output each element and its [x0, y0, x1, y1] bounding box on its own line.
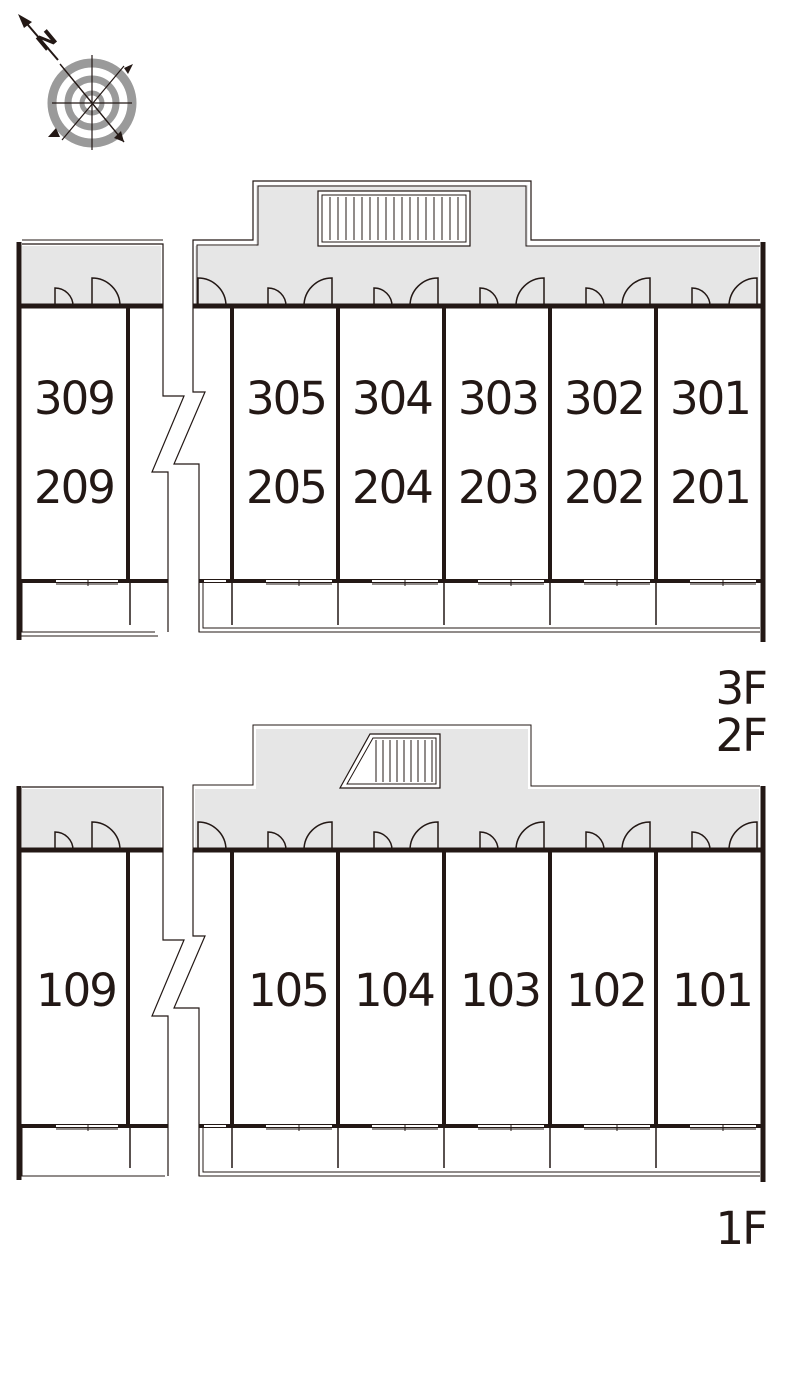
unit-label: 105 [248, 964, 328, 1017]
unit-label: 203 [458, 461, 538, 514]
unit-label: 202 [564, 461, 644, 514]
unit-label: 302 [564, 372, 644, 425]
unit-label: 303 [458, 372, 538, 425]
upper-floor-plan: 309 305 304 303 302 301 209 205 204 203 … [16, 180, 768, 762]
corridor-main [195, 185, 759, 305]
unit-label: 309 [34, 372, 114, 425]
north-label: N [32, 26, 62, 57]
staircase-icon [338, 733, 441, 789]
floor-label: 1F [715, 1202, 766, 1255]
unit-label: 101 [672, 964, 752, 1017]
door-icons [54, 821, 758, 851]
unit-label: 209 [34, 461, 114, 514]
unit-label: 305 [246, 372, 326, 425]
unit-label: 201 [670, 461, 750, 514]
unit-label: 204 [352, 461, 432, 514]
floor-label: 2F [715, 709, 766, 762]
unit-label: 304 [352, 372, 432, 425]
unit-label: 103 [460, 964, 540, 1017]
break-line [151, 305, 185, 632]
unit-label: 109 [36, 964, 116, 1017]
unit-label: 102 [566, 964, 646, 1017]
corridor-main [195, 729, 759, 849]
break-line [151, 849, 185, 1176]
door-icons [54, 277, 758, 307]
lower-floor-plan: 109 105 104 103 102 101 1F [16, 724, 768, 1255]
staircase-icon [317, 190, 471, 247]
compass-rose-icon: N [18, 14, 137, 150]
unit-label: 104 [354, 964, 434, 1017]
unit-label: 205 [246, 461, 326, 514]
floor-label: 3F [715, 662, 766, 715]
unit-label: 301 [670, 372, 750, 425]
